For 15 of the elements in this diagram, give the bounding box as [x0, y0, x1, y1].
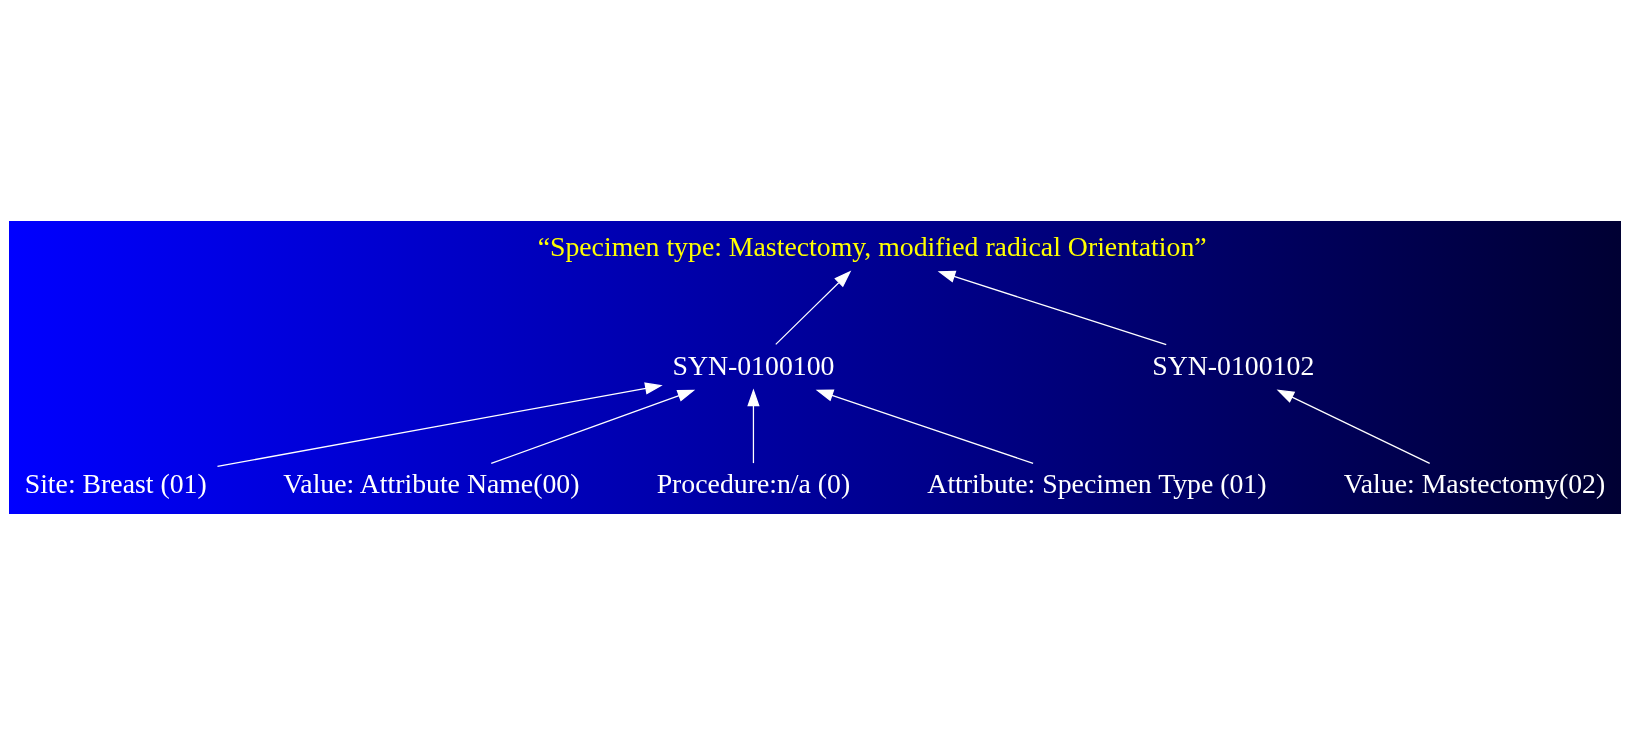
node-text: Attribute: Specimen Type (01) [926, 468, 1266, 500]
arrow [216, 382, 663, 468]
node-text: Procedure:n/a (0) [656, 468, 850, 500]
node-text: Site: Breast (01) [24, 468, 207, 500]
node-text: Value: Attribute Name(00) [282, 468, 579, 500]
arrow [937, 270, 1167, 346]
arrow [1276, 389, 1430, 464]
node-text: “Specimen type: Mastectomy, modified radical Orientation” [537, 230, 1207, 262]
arrow [774, 270, 851, 345]
arrow [490, 389, 695, 464]
arrow [815, 389, 1034, 464]
node-text: Value: Mastectomy(02) [1343, 468, 1605, 500]
arrow [746, 388, 760, 464]
node-text: SYN-0100102 [1151, 349, 1314, 381]
node-text: SYN-0100100 [671, 349, 834, 381]
